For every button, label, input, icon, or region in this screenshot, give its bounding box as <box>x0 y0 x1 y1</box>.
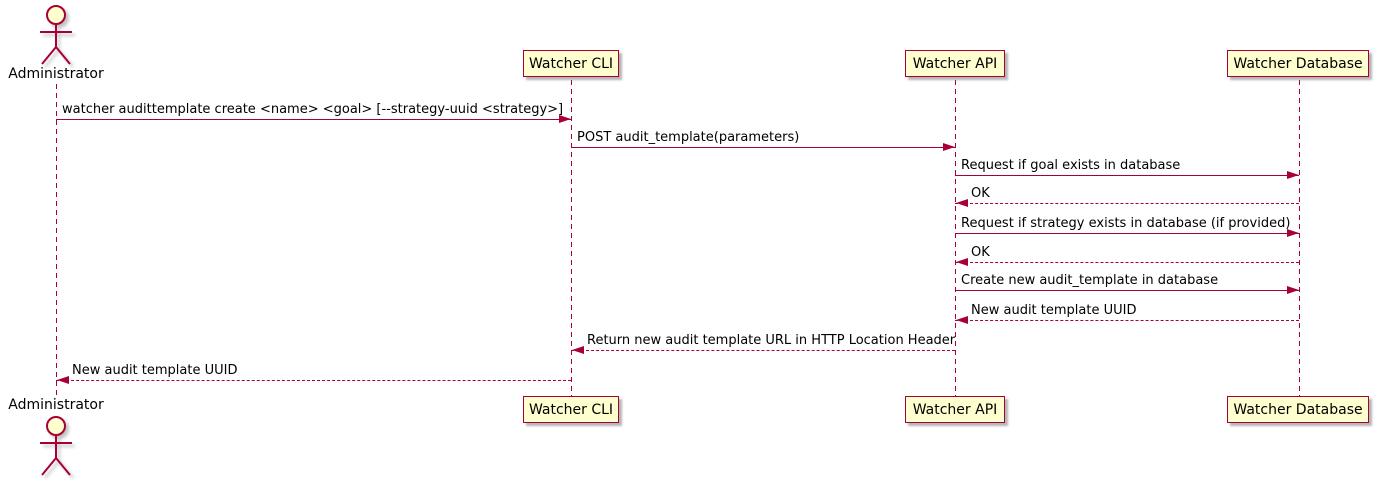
message-label: watcher audittemplate create <name> <goa… <box>62 102 564 117</box>
arrow-head-icon <box>559 114 571 123</box>
message-label: Request if strategy exists in database (… <box>961 216 1291 231</box>
participant-label: Watcher Database <box>1233 56 1363 72</box>
message-line <box>955 175 1299 176</box>
actor-label-administrator-bottom: Administrator <box>8 397 104 413</box>
message-label: Create new audit_template in database <box>961 273 1219 288</box>
lifeline-administrator <box>56 84 57 397</box>
participant-label: Watcher API <box>912 402 998 418</box>
participant-watcher-api-top: Watcher API <box>905 50 1005 77</box>
lifeline-watcher-cli <box>571 80 572 396</box>
message-line <box>955 320 1299 321</box>
message-line <box>571 147 955 148</box>
message-line <box>955 290 1299 291</box>
participant-watcher-cli-bottom: Watcher CLI <box>523 396 619 423</box>
participant-label: Watcher API <box>912 56 998 72</box>
participant-watcher-cli-top: Watcher CLI <box>523 50 619 77</box>
message-label: OK <box>971 245 990 260</box>
arrow-head-icon <box>943 142 955 151</box>
participant-watcher-database-bottom: Watcher Database <box>1227 396 1369 423</box>
message-label: POST audit_template(parameters) <box>577 130 800 145</box>
message-line <box>955 262 1299 263</box>
arrow-head-icon <box>1287 170 1299 179</box>
message-label: Request if goal exists in database <box>961 158 1181 173</box>
person-icon-bottom <box>40 416 72 476</box>
arrow-head-icon <box>57 375 69 384</box>
participant-watcher-database-top: Watcher Database <box>1227 50 1369 77</box>
participant-label: Watcher CLI <box>528 56 614 72</box>
message-line <box>571 350 955 351</box>
message-label: OK <box>971 186 990 201</box>
person-icon-top <box>40 5 72 65</box>
message-label: New audit template UUID <box>971 303 1137 318</box>
participant-label: Watcher CLI <box>528 402 614 418</box>
arrow-head-icon <box>572 345 584 354</box>
arrow-head-icon <box>956 315 968 324</box>
message-label: New audit template UUID <box>72 363 238 378</box>
message-label: Return new audit template URL in HTTP Lo… <box>587 333 956 348</box>
participant-label: Watcher Database <box>1233 402 1363 418</box>
message-line <box>56 380 571 381</box>
lifeline-watcher-api <box>955 80 956 396</box>
arrow-head-icon <box>1287 285 1299 294</box>
arrow-head-icon <box>1287 228 1299 237</box>
message-line <box>56 119 571 120</box>
message-line <box>955 203 1299 204</box>
arrow-head-icon <box>956 198 968 207</box>
actor-label-administrator-top: Administrator <box>8 66 104 82</box>
lifeline-watcher-database <box>1299 80 1300 396</box>
arrow-head-icon <box>956 257 968 266</box>
message-line <box>955 233 1299 234</box>
participant-watcher-api-bottom: Watcher API <box>905 396 1005 423</box>
